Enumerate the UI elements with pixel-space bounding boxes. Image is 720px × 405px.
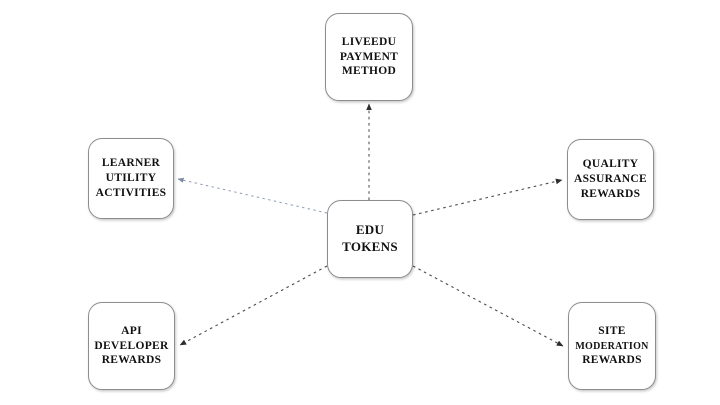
node-learner-utility-activities[interactable]: LEARNER UTILITY ACTIVITIES	[88, 138, 174, 219]
node-quality-assurance-rewards[interactable]: QUALITY ASSURANCE REWARDS	[567, 139, 654, 220]
node-api-developer-rewards[interactable]: API DEVELOPER REWARDS	[88, 302, 175, 390]
node-label: LEARNER UTILITY ACTIVITIES	[95, 157, 167, 199]
node-label: LIVEEDU PAYMENT METHOD	[339, 35, 399, 78]
node-label: EDU TOKENS	[342, 222, 398, 254]
node-label: QUALITY ASSURANCE REWARDS	[574, 158, 647, 200]
edge-to-learner	[177, 177, 328, 214]
node-edu-tokens[interactable]: EDU TOKENS	[327, 200, 413, 278]
edge-to-api	[179, 265, 328, 346]
edge-to-site	[412, 265, 564, 347]
node-liveedu-payment-method[interactable]: LIVEEDU PAYMENT METHOD	[325, 13, 413, 101]
edge-to-quality	[412, 178, 563, 216]
node-label: API DEVELOPER REWARDS	[94, 324, 169, 367]
